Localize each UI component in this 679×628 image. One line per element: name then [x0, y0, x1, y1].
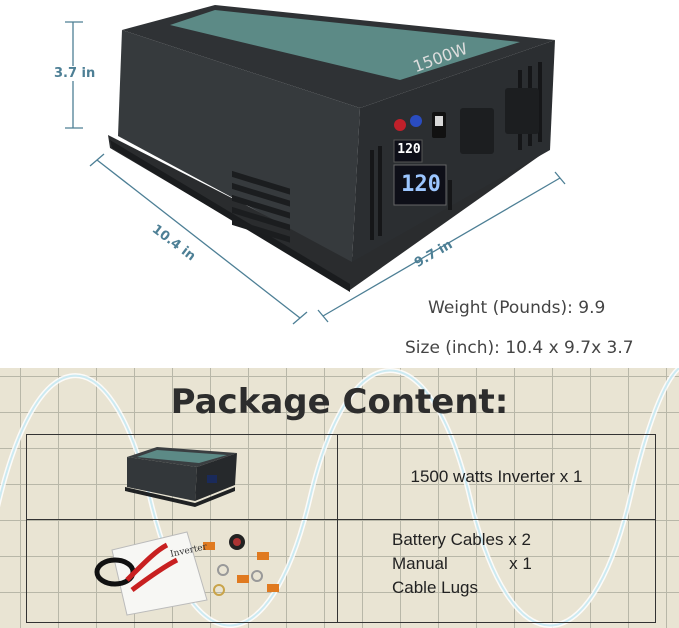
package-title: Package Content: [170, 382, 509, 422]
table-row: 1500 watts Inverter x 1 [26, 434, 656, 520]
manual-item: Manual x 1 [392, 554, 532, 573]
size-spec: Size (inch): 10.4 x 9.7x 3.7 [405, 338, 634, 358]
cable-lugs-item: Cable Lugs [392, 578, 479, 597]
package-content-panel: Package Content: 1500 watts Inverter x 1 [0, 368, 679, 628]
product-photo-area: 1500W 120 120 3.7 in 10.4 in 9.7 in Weig… [52, 5, 634, 358]
inverter-illustration [65, 5, 566, 325]
small-display-readout: 120 [397, 142, 421, 157]
inverter-thumbnail [125, 447, 237, 507]
package-table: 1500 watts Inverter x 1 [26, 434, 656, 623]
accessories-thumbnail-cell: Inverter [26, 519, 338, 623]
inverter-cell: 1500 watts Inverter x 1 [337, 434, 656, 520]
height-dimension-label: 3.7 in [52, 66, 98, 81]
inverter-thumbnail-cell [26, 434, 338, 520]
table-row: Inverter Battery Cables x 2 Manual x 1 C… [26, 519, 656, 623]
accessories-thumbnail [94, 531, 279, 616]
battery-cables-item: Battery Cables x 2 [392, 530, 531, 549]
large-display-readout: 120 [401, 172, 441, 197]
accessories-cell: Battery Cables x 2 Manual x 1 Cable Lugs [337, 519, 656, 623]
inverter-item: 1500 watts Inverter x 1 [410, 467, 583, 486]
weight-spec: Weight (Pounds): 9.9 [428, 298, 606, 318]
